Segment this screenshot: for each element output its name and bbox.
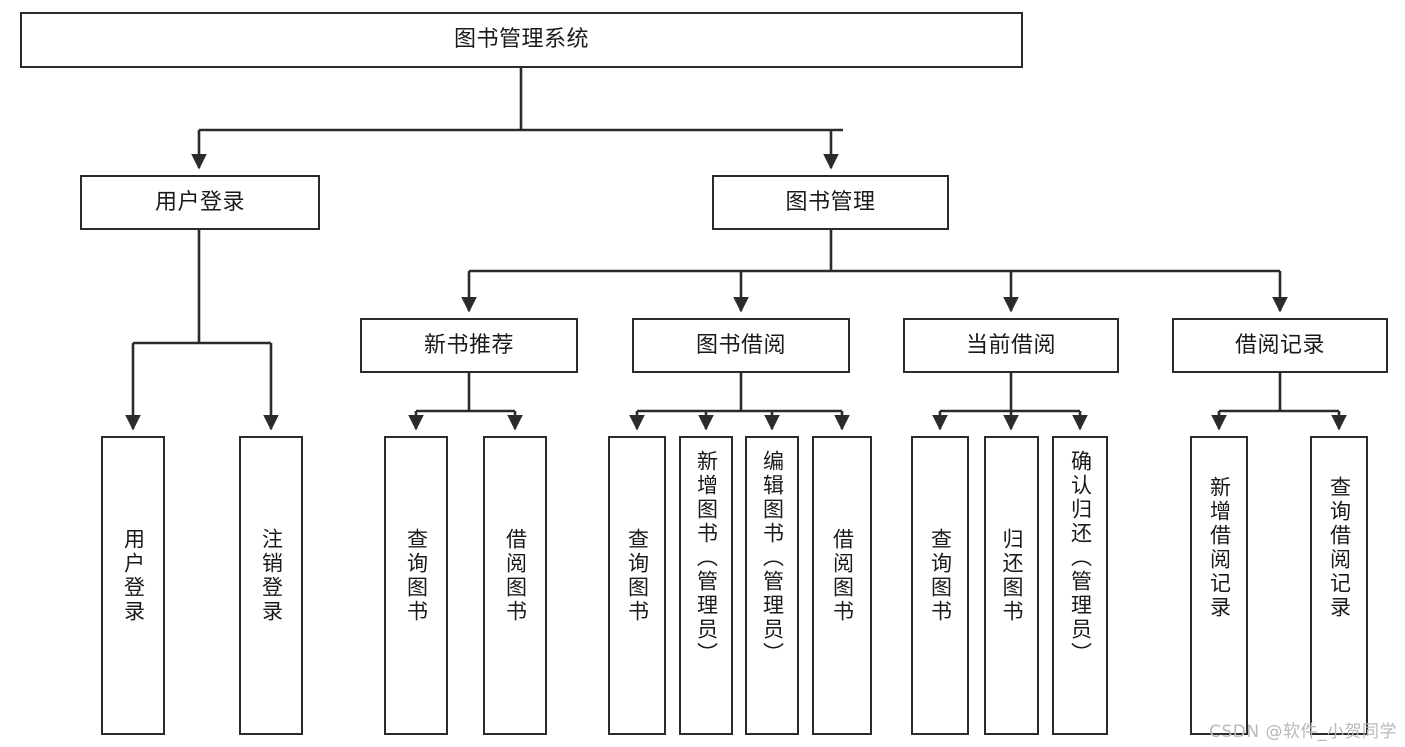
node-leaf-user-login-label: 用户登录: [121, 528, 146, 624]
node-leaf-edit-book-admin[interactable]: 编辑图书（管理员）: [745, 436, 799, 735]
node-leaf-query-book-1[interactable]: 查询图书: [384, 436, 448, 735]
node-leaf-query-book-3[interactable]: 查询图书: [911, 436, 969, 735]
node-leaf-query-book-3-label: 查询图书: [928, 528, 953, 624]
watermark-text: CSDN @软件_小贺同学: [1209, 722, 1397, 742]
node-current-borrow-label: 当前借阅: [965, 332, 1056, 358]
node-current-borrow[interactable]: 当前借阅: [903, 318, 1119, 373]
node-book-manage[interactable]: 图书管理: [712, 175, 949, 230]
node-leaf-logout[interactable]: 注销登录: [239, 436, 303, 735]
node-leaf-borrow-book-1[interactable]: 借阅图书: [483, 436, 547, 735]
node-root-label: 图书管理系统: [453, 27, 589, 53]
node-leaf-logout-label: 注销登录: [259, 528, 284, 624]
node-leaf-confirm-return-admin-label: 确认归还（管理员）: [1068, 450, 1093, 666]
node-leaf-user-login[interactable]: 用户登录: [101, 436, 165, 735]
node-book-manage-label: 图书管理: [785, 189, 876, 215]
node-borrow-record[interactable]: 借阅记录: [1172, 318, 1388, 373]
node-new-book-recommend[interactable]: 新书推荐: [360, 318, 578, 373]
node-borrow-record-label: 借阅记录: [1234, 332, 1325, 358]
node-leaf-add-book-admin-label: 新增图书（管理员）: [694, 450, 719, 666]
node-leaf-query-book-2[interactable]: 查询图书: [608, 436, 666, 735]
node-leaf-confirm-return-admin[interactable]: 确认归还（管理员）: [1052, 436, 1108, 735]
node-leaf-add-borrow-record[interactable]: 新增借阅记录: [1190, 436, 1248, 735]
node-book-borrow-label: 图书借阅: [695, 332, 786, 358]
node-new-book-recommend-label: 新书推荐: [423, 332, 514, 358]
node-leaf-add-borrow-record-label: 新增借阅记录: [1207, 476, 1232, 620]
node-leaf-query-borrow-record-label: 查询借阅记录: [1327, 476, 1352, 620]
node-leaf-query-borrow-record[interactable]: 查询借阅记录: [1310, 436, 1368, 735]
node-leaf-query-book-2-label: 查询图书: [625, 528, 650, 624]
node-leaf-borrow-book-2[interactable]: 借阅图书: [812, 436, 872, 735]
node-leaf-return-book-label: 归还图书: [1000, 528, 1024, 624]
node-user-login[interactable]: 用户登录: [80, 175, 320, 230]
node-user-login-label: 用户登录: [154, 189, 245, 215]
node-leaf-add-book-admin[interactable]: 新增图书（管理员）: [679, 436, 733, 735]
node-leaf-borrow-book-2-label: 借阅图书: [830, 528, 855, 624]
node-root[interactable]: 图书管理系统: [20, 12, 1023, 68]
node-book-borrow[interactable]: 图书借阅: [632, 318, 850, 373]
node-leaf-return-book[interactable]: 归还图书: [984, 436, 1039, 735]
node-leaf-edit-book-admin-label: 编辑图书（管理员）: [760, 450, 785, 666]
node-leaf-borrow-book-1-label: 借阅图书: [503, 528, 528, 624]
node-leaf-query-book-1-label: 查询图书: [404, 528, 429, 624]
